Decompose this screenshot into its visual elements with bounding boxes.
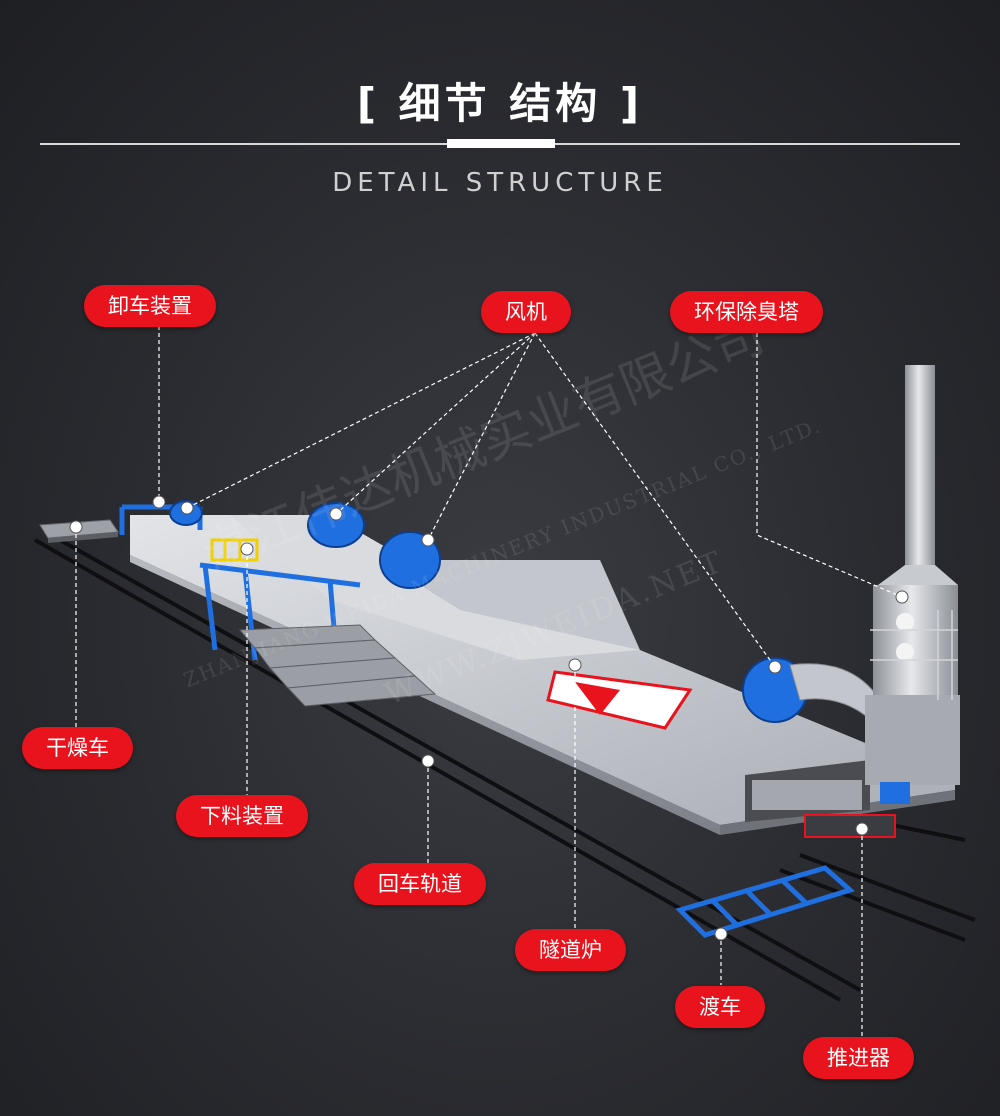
label-unloading-device: 卸车装置	[84, 285, 216, 327]
callout-leader-lines	[75, 326, 903, 1037]
fan-units	[169, 500, 808, 723]
label-ferry-car: 渡车	[675, 986, 765, 1028]
label-discharge-device: 下料装置	[176, 795, 308, 837]
page-subtitle: DETAIL STRUCTURE	[332, 168, 668, 198]
label-tunnel-kiln: 隧道炉	[515, 929, 626, 971]
discharge-device-shape	[199, 538, 361, 661]
label-pusher: 推进器	[803, 1037, 914, 1079]
ferry-car-shape	[675, 865, 855, 938]
deodorization-tower-shape	[865, 365, 960, 785]
label-deodorization-tower: 环保除臭塔	[670, 291, 823, 333]
label-drying-car: 干燥车	[22, 727, 133, 769]
page-title: [ 细节 结构 ]	[356, 79, 644, 128]
pusher-shape	[804, 782, 910, 838]
label-return-track: 回车轨道	[354, 863, 486, 905]
brick-trays	[238, 624, 437, 707]
callout-markers	[69, 495, 909, 941]
header-divider-accent	[447, 139, 555, 148]
label-fan: 风机	[481, 291, 571, 333]
